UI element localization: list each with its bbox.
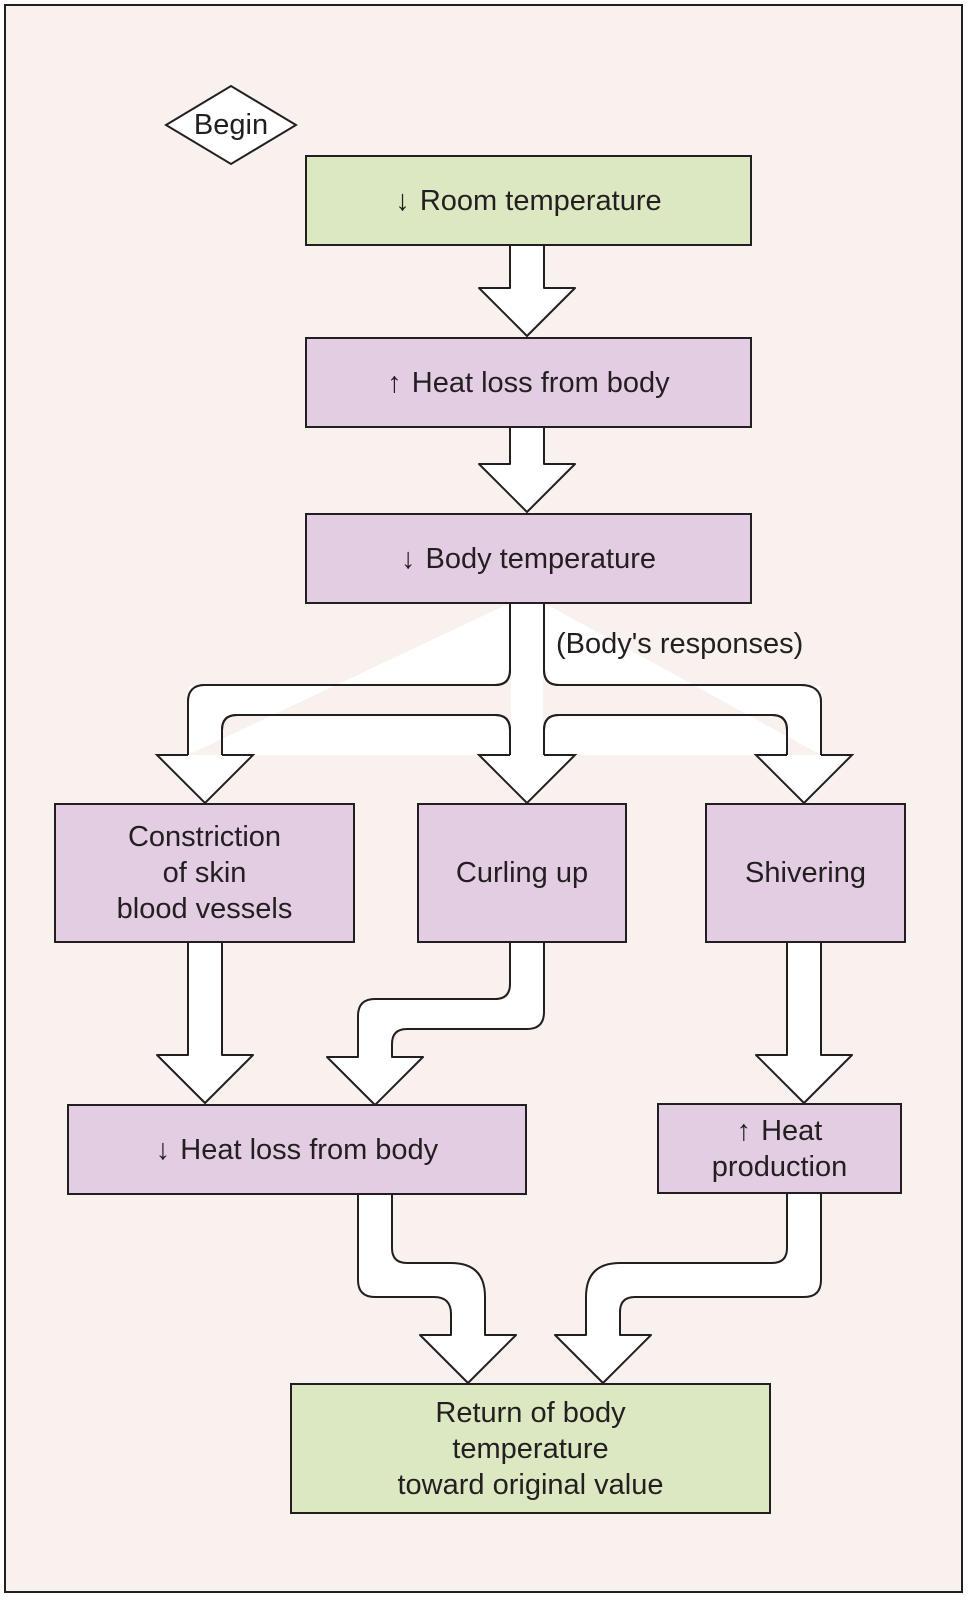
down-arrow-icon: ↓ (155, 1133, 171, 1166)
node-label: Constriction of skin blood vessels (116, 821, 293, 925)
node-shivering: Shivering (705, 803, 906, 943)
node-label: Return of body temperature toward origin… (397, 1396, 664, 1501)
node-label: Curling up (455, 857, 589, 889)
node-return-to-normal: Return of body temperature toward origin… (290, 1383, 771, 1514)
node-label: Body temperature (425, 542, 656, 575)
up-arrow-icon: ↑ (387, 366, 402, 399)
responses-label: (Body's responses) (556, 628, 804, 660)
node-curling-up: Curling up (417, 803, 627, 943)
down-arrow-icon: ↓ (395, 184, 410, 217)
node-label: Shivering (745, 857, 866, 889)
node-label: Heat loss from body (180, 1133, 439, 1166)
node-label: Room temperature (419, 184, 662, 217)
node-label: Heat loss from body (411, 366, 670, 399)
node-room-temperature: ↓ Room temperature (305, 155, 752, 246)
begin-label: Begin (193, 108, 269, 141)
arrow-heat-loss-to-body-temp (478, 427, 576, 513)
node-heat-loss-decrease: ↓ Heat loss from body (67, 1104, 527, 1195)
arrow-constriction-to-heat-loss (156, 942, 254, 1104)
down-arrow-icon: ↓ (400, 542, 416, 575)
node-label-line1: Heat (761, 1114, 823, 1147)
arrow-heat-production-to-return (554, 1189, 822, 1384)
arrow-shivering-to-heat-production (755, 942, 853, 1104)
node-constriction: Constriction of skin blood vessels (54, 803, 355, 943)
arrow-body-temp-branches (154, 600, 855, 805)
node-body-temperature: ↓ Body temperature (305, 513, 752, 604)
node-label-line2: production (711, 1150, 848, 1183)
begin-marker: Begin (164, 84, 298, 166)
node-heat-loss-increase: ↑ Heat loss from body (305, 337, 752, 428)
up-arrow-icon: ↑ (736, 1114, 752, 1147)
node-heat-production: ↑ Heat production (657, 1103, 902, 1194)
diamond-shape (164, 84, 298, 166)
arrow-heat-loss-to-return (357, 1190, 517, 1384)
arrow-room-to-heat-loss (478, 245, 576, 337)
arrow-curling-to-heat-loss (326, 942, 545, 1106)
